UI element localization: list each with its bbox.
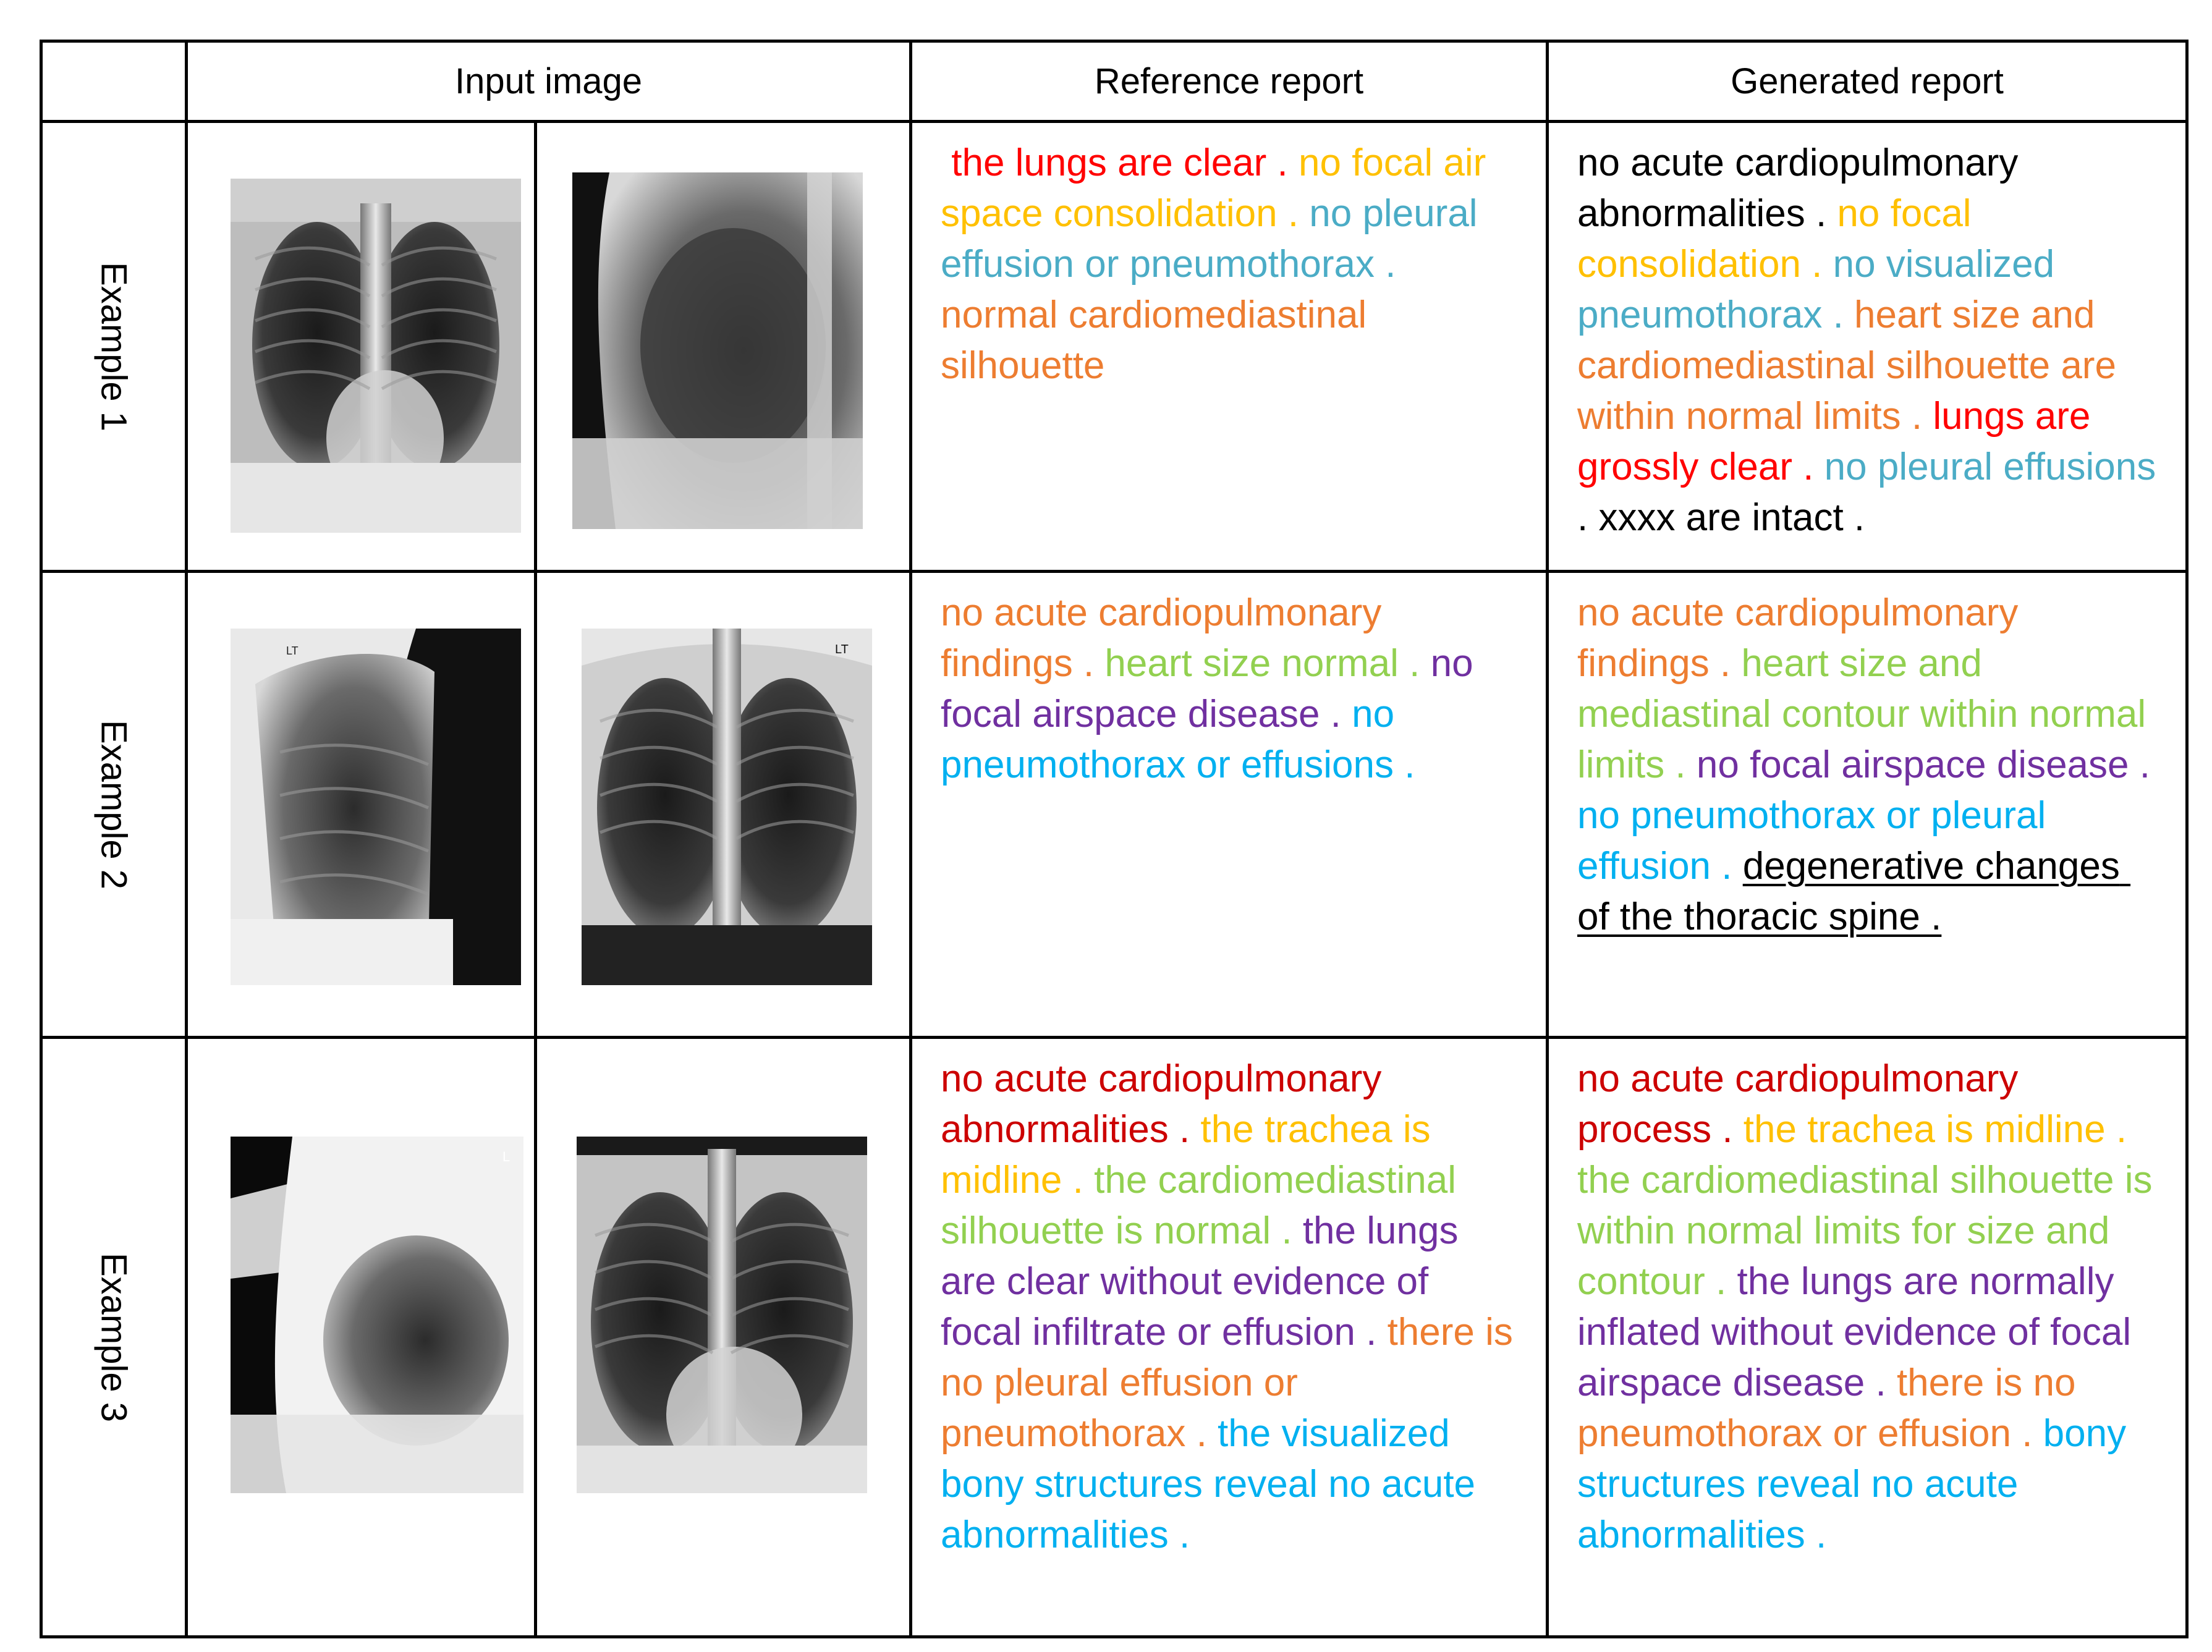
image-marker: L bbox=[502, 1149, 510, 1164]
report-segment: the lungs are normally inflated without … bbox=[1577, 1260, 2142, 1404]
report-segment: no pneumothorax or effusions . bbox=[941, 693, 1415, 786]
reference-report: no acute cardiopulmonary findings . hear… bbox=[941, 588, 1517, 790]
chest-xray-lateral: LT bbox=[231, 629, 521, 985]
chest-xray-lateral bbox=[572, 172, 863, 529]
header-corner-cell bbox=[40, 40, 188, 123]
header-input-image: Input image bbox=[185, 40, 912, 123]
generated-report: no acute cardiopulmonary process . the t… bbox=[1577, 1054, 2157, 1561]
example-row-1: Example 1 bbox=[40, 120, 2189, 573]
report-segment: no focal airspace disease . bbox=[1696, 743, 2161, 786]
report-segment: no pleural effusions bbox=[1824, 446, 2167, 488]
report-segment: no acute cardiopulmonary abnormalities . bbox=[1577, 142, 2029, 235]
example-row-2: Example 2 LT bbox=[40, 570, 2189, 1039]
image-marker: LT bbox=[835, 643, 849, 656]
chest-xray-frontal: LT bbox=[582, 629, 872, 985]
reference-report-cell: no acute cardiopulmonary abnormalities .… bbox=[909, 1036, 1549, 1638]
generated-report: no acute cardiopulmonary abnormalities .… bbox=[1577, 138, 2157, 543]
report-segment: heart size and cardiomediastinal silhoue… bbox=[1577, 294, 2127, 438]
report-segment: normal cardiomediastinal silhouette bbox=[941, 294, 1378, 387]
report-segment: no focal airspace disease . bbox=[941, 642, 1484, 735]
image-cell: LT bbox=[534, 570, 912, 1039]
report-segment: heart size normal . bbox=[1104, 642, 1431, 685]
report-segment: no acute cardiopulmonary process . bbox=[1577, 1057, 2029, 1151]
report-segment: the cardiomediastinal silhouette is norm… bbox=[941, 1159, 1467, 1252]
report-segment: no focal air space consolidation . bbox=[941, 142, 1497, 235]
reference-report-cell: the lungs are clear . no focal air space… bbox=[909, 120, 1549, 573]
reference-report: the lungs are clear . no focal air space… bbox=[941, 138, 1517, 391]
example-row-3: Example 3 L bbox=[40, 1036, 2189, 1638]
report-segment: lungs are grossly clear . bbox=[1577, 395, 2101, 488]
report-segment: the trachea is midline . bbox=[1743, 1108, 2138, 1151]
report-segment: bony structures reveal no acute abnormal… bbox=[1577, 1412, 2137, 1556]
report-segment: there is no pneumothorax or effusion . bbox=[1577, 1362, 2087, 1455]
chest-xray-frontal bbox=[231, 179, 521, 533]
generated-report-cell: no acute cardiopulmonary abnormalities .… bbox=[1546, 120, 2189, 573]
reference-report: no acute cardiopulmonary abnormalities .… bbox=[941, 1054, 1517, 1561]
comparison-table: Input image Reference report Generated r… bbox=[40, 40, 2189, 1638]
image-cell: LT bbox=[185, 570, 537, 1039]
image-cell bbox=[185, 120, 537, 573]
report-segment: no pneumothorax or pleural effusion . bbox=[1577, 794, 2057, 887]
chest-xray-frontal bbox=[577, 1137, 867, 1493]
chest-xray-lateral: L bbox=[231, 1137, 523, 1493]
report-segment: no visualized pneumothorax . bbox=[1577, 243, 2066, 336]
generated-report-cell: no acute cardiopulmonary findings . hear… bbox=[1546, 570, 2189, 1039]
row-label-cell: Example 3 bbox=[40, 1036, 188, 1638]
figure-table: Input image Reference report Generated r… bbox=[40, 40, 2189, 1638]
row-label: Example 2 bbox=[93, 719, 134, 889]
reference-report-cell: no acute cardiopulmonary findings . hear… bbox=[909, 570, 1549, 1039]
header-reference-report: Reference report bbox=[909, 40, 1549, 123]
report-segment: the lungs are clear without evidence of … bbox=[941, 1209, 1469, 1353]
generated-report-cell: no acute cardiopulmonary process . the t… bbox=[1546, 1036, 2189, 1638]
report-segment: heart size and mediastinal contour withi… bbox=[1577, 642, 2157, 786]
report-segment: there is no pleural effusion or pneumoth… bbox=[941, 1311, 1524, 1455]
report-segment: the lungs are clear . bbox=[941, 142, 1299, 184]
row-label-cell: Example 1 bbox=[40, 120, 188, 573]
report-segment: no acute cardiopulmonary findings . bbox=[941, 591, 1392, 685]
row-label: Example 3 bbox=[93, 1252, 134, 1422]
image-cell bbox=[534, 120, 912, 573]
report-segment: the trachea is midline . bbox=[941, 1108, 1441, 1201]
header-generated-report: Generated report bbox=[1546, 40, 2189, 123]
row-label-cell: Example 2 bbox=[40, 570, 188, 1039]
header-row: Input image Reference report Generated r… bbox=[40, 40, 2189, 123]
report-segment: degenerative changes of the thoracic spi… bbox=[1577, 845, 2131, 938]
report-segment: no focal consolidation . bbox=[1577, 192, 1982, 286]
report-segment: no pleural effusion or pneumothorax . bbox=[941, 192, 1488, 286]
report-segment: the visualized bony structures reveal no… bbox=[941, 1412, 1486, 1556]
generated-report: no acute cardiopulmonary findings . hear… bbox=[1577, 588, 2157, 942]
report-segment: . xxxx are intact . bbox=[1577, 496, 1865, 539]
report-segment: no acute cardiopulmonary findings . bbox=[1577, 591, 2029, 685]
report-segment: no acute cardiopulmonary abnormalities . bbox=[941, 1057, 1392, 1151]
image-marker: LT bbox=[286, 645, 299, 657]
report-segment: the cardiomediastinal silhouette is with… bbox=[1577, 1159, 2163, 1303]
image-cell bbox=[534, 1036, 912, 1638]
row-label: Example 1 bbox=[93, 261, 134, 431]
image-cell: L bbox=[185, 1036, 537, 1638]
